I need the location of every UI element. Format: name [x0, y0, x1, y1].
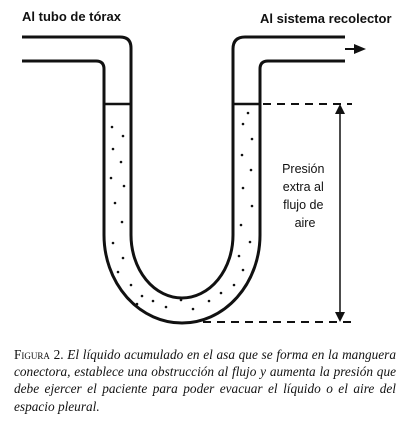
dashed-reference-lines	[203, 103, 352, 323]
pressure-label: Presión extra al flujo de aire	[282, 162, 328, 230]
flow-arrow-icon	[345, 44, 366, 54]
figure-caption: Figura 2. El líquido acumulado en el asa…	[14, 346, 396, 415]
pressure-arrow	[335, 104, 345, 322]
label-to-collection-system: Al sistema recolector	[260, 11, 392, 26]
right-elbow-tube	[231, 35, 345, 104]
caption-text: El líquido acumulado en el asa que se fo…	[14, 347, 397, 414]
liquid-dots	[109, 111, 254, 311]
left-elbow-tube	[22, 35, 133, 104]
label-to-chest-tube: Al tubo de tórax	[22, 9, 122, 24]
u-loop-tube	[102, 104, 262, 325]
caption-label: Figura 2.	[14, 347, 64, 362]
